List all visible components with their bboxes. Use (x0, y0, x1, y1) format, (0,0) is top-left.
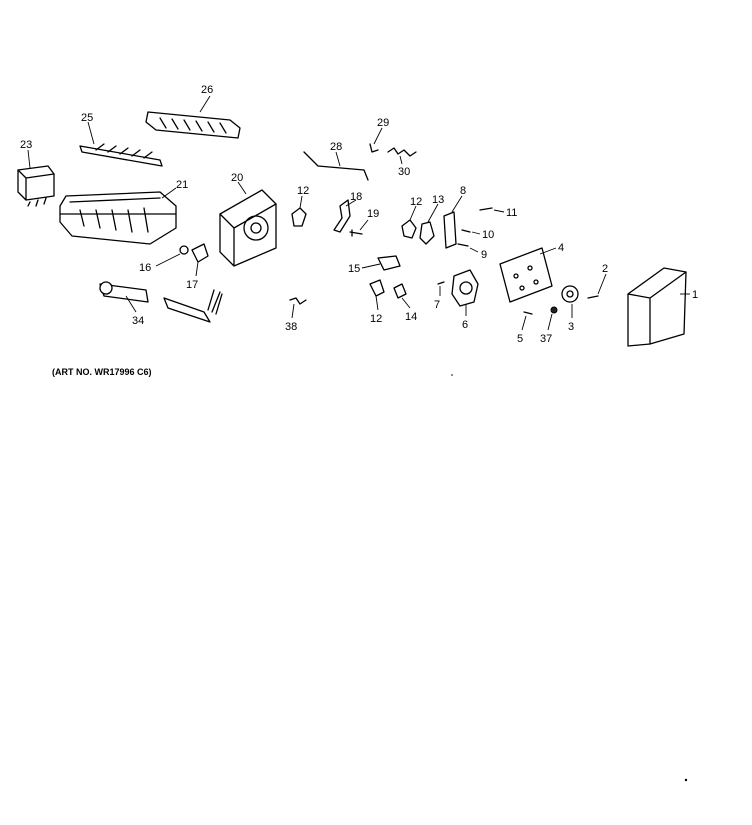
label-21: 21 (176, 179, 188, 191)
part-34-tube: 34 (99, 281, 149, 327)
part-19-screw: 19 (349, 208, 379, 237)
label-10: 10 (482, 229, 494, 241)
part-14: 14 (393, 283, 417, 323)
part-4-plate: 4 (499, 242, 564, 303)
part-2-screw: 2 (587, 263, 608, 299)
label-1: 1 (692, 289, 698, 301)
label-26: 26 (201, 84, 213, 96)
part-15: 15 (348, 255, 401, 275)
label-13: 13 (432, 194, 444, 206)
part-harness (163, 289, 223, 323)
label-37: 37 (540, 333, 552, 345)
part-7: 7 (434, 281, 445, 311)
part-37: 37 (540, 306, 558, 345)
part-16: 16 (139, 245, 189, 274)
label-30: 30 (398, 166, 410, 178)
label-29: 29 (377, 117, 389, 129)
label-12b: 12 (410, 196, 422, 208)
part-3-gear: 3 (561, 285, 579, 333)
part-30-spring: 30 (387, 147, 417, 178)
label-6: 6 (462, 319, 468, 331)
part-12a: 12 (291, 185, 309, 227)
part-20-housing: 20 (219, 172, 277, 267)
label-18: 18 (350, 191, 362, 203)
part-25-ejector: 25 (79, 112, 163, 167)
label-12a: 12 (297, 185, 309, 197)
label-25: 25 (81, 112, 93, 124)
label-17: 17 (186, 279, 198, 291)
label-12c: 12 (370, 313, 382, 325)
part-11-screw: 11 (479, 207, 517, 219)
art-number: (ART NO. WR17996 C6) (52, 367, 152, 377)
part-12c: 12 (369, 279, 385, 325)
label-9: 9 (481, 249, 487, 261)
part-29: 29 (369, 117, 389, 153)
label-16: 16 (139, 262, 151, 274)
label-5: 5 (517, 333, 523, 345)
part-18-lever: 18 (333, 191, 362, 233)
label-15: 15 (348, 263, 360, 275)
part-28-arm: 28 (303, 141, 369, 181)
part-9-screw: 9 (457, 243, 487, 261)
part-1-cover: 1 (627, 267, 698, 347)
part-13: 13 (419, 194, 444, 245)
part-10-screw: 10 (461, 229, 494, 241)
part-21-mold: 21 (59, 179, 188, 245)
label-4: 4 (558, 242, 564, 254)
label-38: 38 (285, 321, 297, 333)
part-26-rack: 26 (145, 84, 241, 139)
label-19: 19 (367, 208, 379, 220)
label-14: 14 (405, 311, 417, 323)
label-34: 34 (132, 315, 144, 327)
label-2: 2 (602, 263, 608, 275)
label-23: 23 (20, 139, 32, 151)
label-3: 3 (568, 321, 574, 333)
part-6-motor: 6 (451, 269, 479, 331)
label-8: 8 (460, 185, 466, 197)
label-20: 20 (231, 172, 243, 184)
part-23-box: 23 (17, 139, 55, 207)
label-11: 11 (506, 207, 517, 219)
part-5-screw: 5 (517, 311, 533, 345)
label-7: 7 (434, 299, 440, 311)
label-28: 28 (330, 141, 342, 153)
part-17: 17 (186, 243, 209, 291)
part-8-switch: 8 (443, 185, 466, 249)
part-38: 38 (285, 297, 307, 333)
part-12b: 12 (401, 196, 422, 239)
